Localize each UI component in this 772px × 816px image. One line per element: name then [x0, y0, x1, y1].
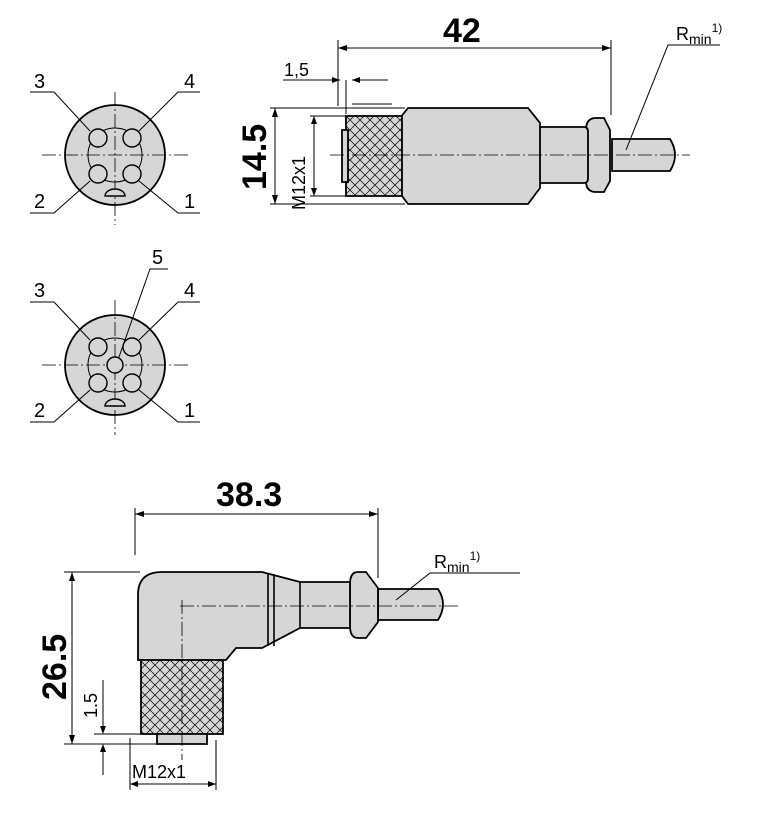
dim-length-straight: 42: [443, 12, 481, 50]
pin-label-2: 2: [34, 191, 45, 213]
bend-radius-symbol: R: [676, 24, 689, 44]
bend-radius-symbol: R: [434, 552, 447, 572]
pin-label-3: 3: [34, 71, 45, 93]
dim-length-angled: 38.3: [216, 476, 282, 514]
pin-label-5: 5: [152, 247, 163, 269]
pin-label-1: 1: [184, 400, 195, 422]
angled-connector: 38.3 26.5 1.5 M12x1 Rmin1): [36, 476, 520, 790]
bend-radius-subscript: min: [689, 31, 712, 47]
pinout-5pin: 3 5 4 2 1: [30, 247, 200, 435]
dim-offset-straight: 1,5: [284, 60, 309, 80]
pin-label-1: 1: [184, 191, 195, 213]
pin-label-2: 2: [34, 400, 45, 422]
bend-radius-angled: Rmin1): [434, 549, 480, 575]
thread-label-straight: M12x1: [289, 156, 309, 210]
footnote-mark: 1): [712, 21, 723, 35]
thread-label-angled: M12x1: [132, 762, 186, 782]
pin-label-4: 4: [184, 71, 195, 93]
dim-height-angled: 26.5: [36, 634, 74, 700]
straight-connector: 42 1,5 14.5 M12x1 Rmin1): [236, 12, 722, 210]
pin-label-4: 4: [184, 280, 195, 302]
dim-diameter-straight: 14.5: [236, 124, 274, 190]
pinout-4pin: 3 4 2 1: [30, 71, 200, 225]
bend-radius-straight: Rmin1): [676, 21, 722, 47]
pin-label-3: 3: [34, 280, 45, 302]
footnote-mark: 1): [470, 549, 481, 563]
dim-offset-angled: 1.5: [81, 693, 101, 718]
bend-radius-subscript: min: [447, 559, 470, 575]
